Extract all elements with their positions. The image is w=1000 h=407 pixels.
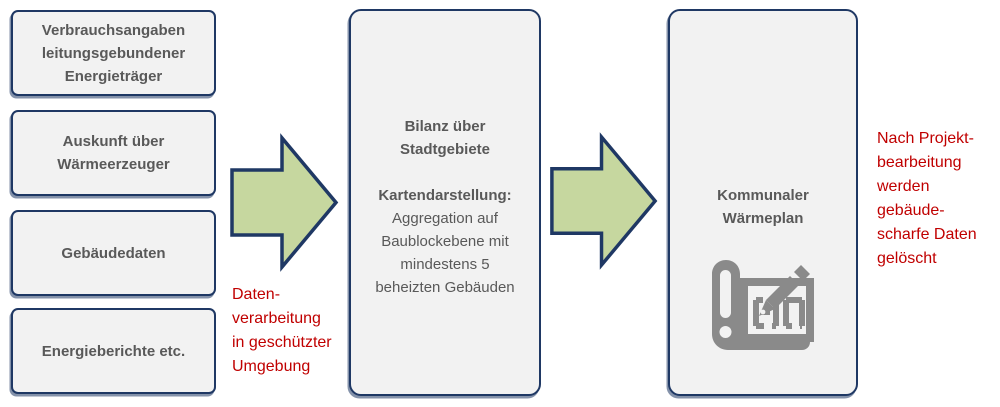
pencil-body bbox=[766, 276, 799, 309]
floor-plan-right-room bbox=[783, 297, 805, 329]
blueprint-pencil-icon bbox=[712, 260, 814, 350]
balance-box-body: Aggregation auf Baublockebene mit mindes… bbox=[375, 209, 515, 296]
source-box-waermeerzeuger: Auskunft über Wärmeerzeuger bbox=[11, 110, 216, 196]
blueprint-frame bbox=[740, 278, 814, 342]
source-box-label: Gebäudedaten bbox=[61, 244, 166, 262]
right-arrow-icon bbox=[550, 132, 658, 270]
source-box-gebaeudedaten: Gebäudedaten bbox=[11, 210, 216, 296]
source-box-label: Verbrauchsangaben leitungsgebundener Ene… bbox=[41, 21, 186, 85]
balance-box: Bilanz über Stadtgebiete Kartendarstellu… bbox=[349, 9, 541, 396]
spacer bbox=[375, 161, 514, 184]
blueprint-roll-slot bbox=[720, 270, 731, 318]
pencil-tip-point bbox=[760, 309, 766, 315]
blueprint-roll bbox=[712, 260, 810, 350]
deletion-note: Nach Projekt- bearbeitung werden gebäude… bbox=[877, 130, 977, 267]
right-arrow-shape bbox=[230, 133, 339, 272]
heat-plan-box-title: Kommunaler Wärmeplan bbox=[717, 187, 809, 227]
source-box-label: Energieberichte etc. bbox=[41, 342, 186, 360]
heat-plan-box-content: Kommunaler Wärmeplan bbox=[706, 11, 820, 394]
source-box-verbrauchsangaben: Verbrauchsangaben leitungsgebundener Ene… bbox=[11, 10, 216, 96]
processing-note: Daten- verarbeitung in geschützter Umgeb… bbox=[232, 286, 332, 375]
balance-box-content: Bilanz über Stadtgebiete Kartendarstellu… bbox=[375, 107, 514, 299]
heat-plan-box: Kommunaler Wärmeplan bbox=[668, 9, 858, 396]
pencil-cap bbox=[794, 265, 810, 281]
floor-plan-left-room bbox=[753, 297, 779, 329]
right-arrow-shape bbox=[550, 132, 658, 270]
source-box-label: Auskunft über Wärmeerzeuger bbox=[57, 133, 170, 173]
source-box-energieberichte: Energieberichte etc. bbox=[11, 308, 216, 394]
right-arrow-icon bbox=[230, 133, 339, 272]
blueprint-roll-hole bbox=[719, 326, 732, 338]
balance-box-title: Bilanz über Stadtgebiete bbox=[399, 117, 490, 158]
balance-box-subtitle: Kartendarstellung: bbox=[378, 186, 512, 204]
